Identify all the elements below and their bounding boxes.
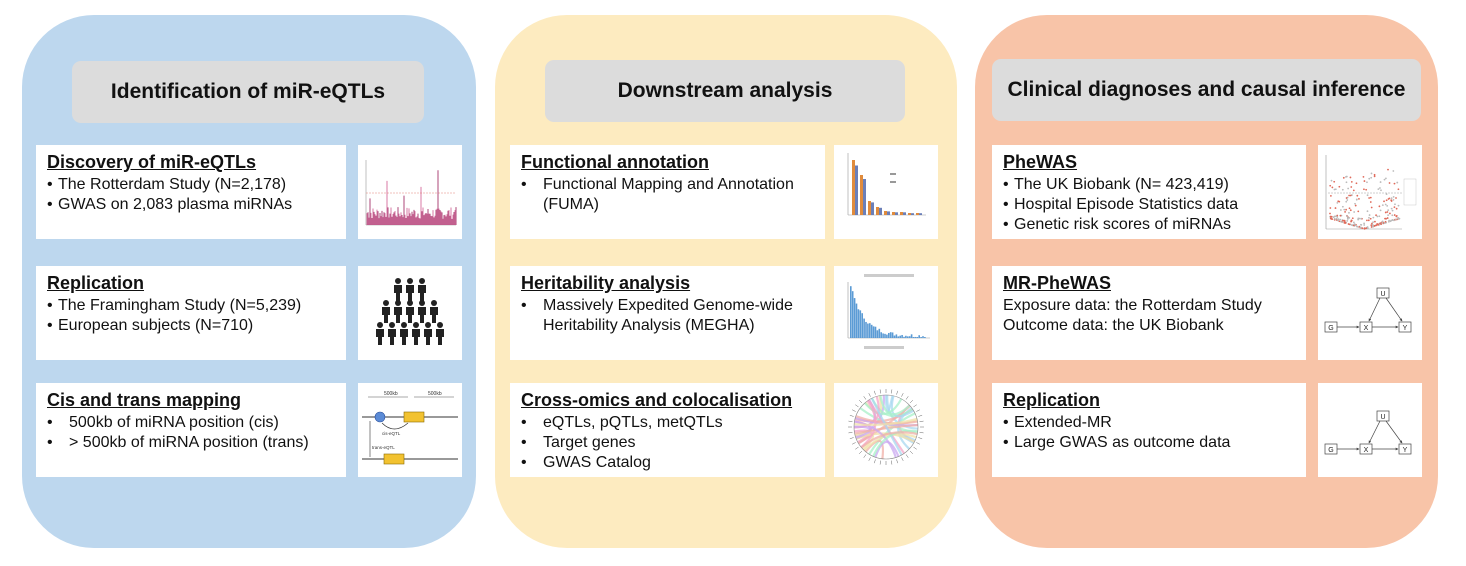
card-heading: MR-PheWAS bbox=[1003, 273, 1111, 293]
list-item: Extended-MR bbox=[1003, 413, 1230, 433]
list-item: The Rotterdam Study (N=2,178) bbox=[47, 175, 292, 195]
card-lines: Functional Mapping and Annotation (FUMA) bbox=[521, 175, 794, 215]
list-item: 500kb of miRNA position (cis) bbox=[47, 413, 309, 433]
list-item: > 500kb of miRNA position (trans) bbox=[47, 433, 309, 453]
list-item: Genetic risk scores of miRNAs bbox=[1003, 215, 1238, 235]
card-lines: The Rotterdam Study (N=2,178) GWAS on 2,… bbox=[47, 175, 292, 215]
cis-label: cis-eQTL bbox=[382, 431, 401, 436]
list-item: The Framingham Study (N=5,239) bbox=[47, 296, 301, 316]
card-phewas: PheWAS The UK Biobank (N= 423,419) Hospi… bbox=[992, 145, 1306, 239]
list-item: Hospital Episode Statistics data bbox=[1003, 195, 1238, 215]
card-heading: Discovery of miR-eQTLs bbox=[47, 152, 257, 172]
dag-node-u: U bbox=[1380, 291, 1385, 298]
dag-node-g: G bbox=[1328, 447, 1333, 454]
panel-identification: Identification of miR-eQTLs Discovery of… bbox=[22, 15, 476, 548]
card-heading: PheWAS bbox=[1003, 152, 1078, 172]
dag-node-u: U bbox=[1380, 414, 1385, 421]
cis-right-label: 500kb bbox=[428, 391, 442, 397]
card-replication-mr: Replication Extended-MR Large GWAS as ou… bbox=[992, 383, 1306, 477]
card-heading: Cross-omics and colocalisation bbox=[521, 390, 793, 410]
card-lines: 500kb of miRNA position (cis) > 500kb of… bbox=[47, 413, 309, 453]
panel-title: Identification of miR-eQTLs bbox=[72, 61, 424, 123]
panel-clinical: Clinical diagnoses and causal inference … bbox=[975, 15, 1438, 548]
trans-label: trans-eQTL bbox=[372, 445, 395, 450]
card-heading: Heritability analysis bbox=[521, 273, 691, 293]
card-lines: Exposure data: the Rotterdam Study Outco… bbox=[1003, 296, 1262, 336]
list-item: GWAS on 2,083 plasma miRNAs bbox=[47, 195, 292, 215]
list-item: GWAS Catalog bbox=[521, 453, 723, 473]
chord-diagram-thumbnail bbox=[834, 383, 938, 477]
list-item: Large GWAS as outcome data bbox=[1003, 433, 1230, 453]
list-item: Exposure data: the Rotterdam Study bbox=[1003, 297, 1262, 314]
card-lines: Extended-MR Large GWAS as outcome data bbox=[1003, 413, 1230, 453]
panel-downstream: Downstream analysis Functional annotatio… bbox=[495, 15, 957, 548]
card-mr-phewas: MR-PheWAS Exposure data: the Rotterdam S… bbox=[992, 266, 1306, 360]
card-cis-trans: Cis and trans mapping 500kb of miRNA pos… bbox=[36, 383, 346, 477]
dag-diagram-thumbnail: U G X Y bbox=[1318, 383, 1422, 477]
list-item: Massively Expedited Genome-wide bbox=[521, 296, 793, 316]
list-item: Target genes bbox=[521, 433, 723, 453]
card-lines: The UK Biobank (N= 423,419) Hospital Epi… bbox=[1003, 175, 1238, 235]
dag-node-g: G bbox=[1328, 325, 1333, 332]
cis-trans-diagram-thumbnail: 500kb 500kb cis-eQTL trans-eQTL bbox=[358, 383, 462, 477]
card-cross-omics: Cross-omics and colocalisation eQTLs, pQ… bbox=[510, 383, 825, 477]
list-item: Outcome data: the UK Biobank bbox=[1003, 317, 1224, 334]
dag-node-y: Y bbox=[1403, 447, 1408, 454]
card-functional-annotation: Functional annotation Functional Mapping… bbox=[510, 145, 825, 239]
manhattan-plot-thumbnail bbox=[358, 145, 462, 239]
card-heading: Cis and trans mapping bbox=[47, 390, 242, 410]
card-heading: Replication bbox=[47, 273, 145, 293]
volcano-plot-thumbnail bbox=[1318, 145, 1422, 239]
dag-node-x: X bbox=[1364, 447, 1369, 454]
card-lines: The Framingham Study (N=5,239) European … bbox=[47, 296, 301, 336]
histogram-thumbnail bbox=[834, 266, 938, 360]
card-lines: eQTLs, pQTLs, metQTLs Target genes GWAS … bbox=[521, 413, 723, 473]
dag-node-y: Y bbox=[1403, 325, 1408, 332]
card-heading: Functional annotation bbox=[521, 152, 709, 172]
list-item: eQTLs, pQTLs, metQTLs bbox=[521, 413, 723, 433]
card-discovery: Discovery of miR-eQTLs The Rotterdam Stu… bbox=[36, 145, 346, 239]
card-heading: Replication bbox=[1003, 390, 1101, 410]
list-item: European subjects (N=710) bbox=[47, 316, 301, 336]
panel-title: Downstream analysis bbox=[545, 60, 905, 122]
cis-left-label: 500kb bbox=[384, 391, 398, 397]
bar-chart-thumbnail bbox=[834, 145, 938, 239]
list-item: Heritability Analysis (MEGHA) bbox=[543, 317, 755, 334]
card-lines: Massively Expedited Genome-wide Heritabi… bbox=[521, 296, 793, 336]
list-item: (FUMA) bbox=[543, 196, 599, 213]
dag-diagram-thumbnail: U G X Y bbox=[1318, 266, 1422, 360]
card-replication: Replication The Framingham Study (N=5,23… bbox=[36, 266, 346, 360]
dag-node-x: X bbox=[1364, 325, 1369, 332]
card-heritability: Heritability analysis Massively Expedite… bbox=[510, 266, 825, 360]
list-item: Functional Mapping and Annotation bbox=[521, 175, 794, 195]
list-item: The UK Biobank (N= 423,419) bbox=[1003, 175, 1238, 195]
people-icon bbox=[358, 266, 462, 360]
panel-title: Clinical diagnoses and causal inference bbox=[992, 59, 1421, 121]
